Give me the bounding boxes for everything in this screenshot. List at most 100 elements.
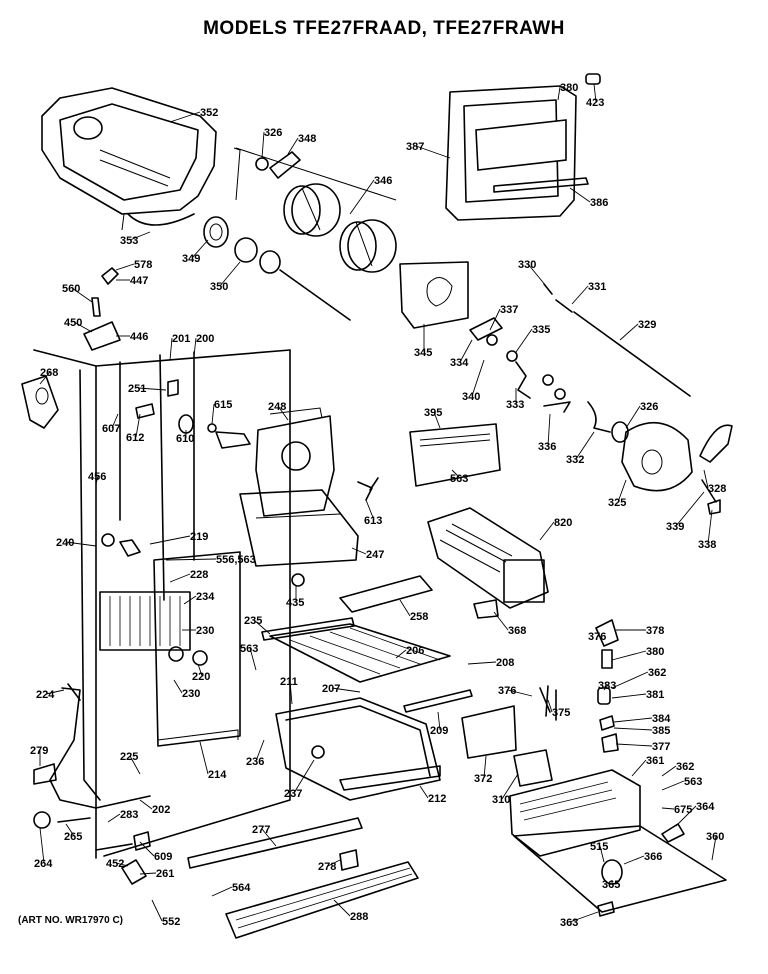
part-number-label: 261	[156, 868, 174, 880]
part-number-label: 381	[646, 689, 664, 701]
leader-line	[197, 663, 203, 677]
leader-line	[493, 611, 509, 631]
part-number-label: 211	[280, 676, 298, 688]
part-number-label: 201	[172, 333, 190, 345]
part-number-label: 225	[120, 751, 138, 763]
leader-line	[399, 599, 411, 617]
part-number-label: 615	[214, 399, 232, 411]
part-number-label: 340	[462, 391, 480, 403]
leader-line	[253, 619, 271, 635]
leader-line	[107, 813, 121, 823]
part-number-label: 378	[646, 625, 664, 637]
part-number-label: 820	[554, 517, 572, 529]
leader-line	[129, 231, 151, 241]
part-number-label: 346	[374, 175, 392, 187]
part-number-label: 338	[698, 539, 716, 551]
part-number-label: 212	[428, 793, 446, 805]
part-number-label: 350	[210, 281, 228, 293]
leader-line	[191, 239, 209, 259]
leader-line	[193, 337, 197, 357]
part-number-label: 395	[424, 407, 442, 419]
part-number-label: 283	[120, 809, 138, 821]
leader-line	[507, 689, 533, 697]
fan-shroud	[255, 407, 335, 517]
part-number-label: 365	[602, 879, 620, 891]
part-number-label: 564	[232, 882, 251, 894]
part-number-label: 446	[130, 331, 148, 343]
leader-line	[527, 263, 547, 287]
leader-line	[515, 328, 533, 353]
part-number-label: 336	[538, 441, 556, 453]
leader-line	[547, 699, 553, 713]
part-number-label: 613	[364, 515, 382, 527]
auger-drums	[283, 183, 397, 273]
diagram-title: MODELS TFE27FRAAD, TFE27FRAWH	[203, 18, 565, 39]
leader-line	[277, 405, 289, 421]
freezer-cabinet-frame	[33, 349, 291, 859]
leader-line	[615, 743, 653, 747]
leader-line	[625, 405, 641, 429]
part-number-label: 277	[252, 824, 270, 836]
part-number-label: 288	[350, 911, 368, 923]
part-number-label: 235	[244, 615, 262, 627]
leader-line	[575, 431, 595, 460]
part-number-label: 384	[652, 713, 671, 725]
leader-line	[151, 899, 163, 922]
part-number-label: 352	[200, 107, 218, 119]
leader-line	[501, 773, 519, 800]
leader-line	[707, 509, 713, 545]
part-number-label: 310	[492, 794, 510, 806]
part-number-label: 366	[644, 851, 662, 863]
leader-line	[173, 679, 183, 694]
leader-line	[611, 693, 647, 699]
freezer-basket	[275, 697, 441, 801]
leader-line	[611, 671, 649, 689]
part-number-label: 200	[196, 333, 214, 345]
leader-line	[73, 321, 93, 333]
leader-line	[165, 558, 217, 561]
leader-line	[365, 499, 375, 521]
leader-line	[169, 337, 173, 361]
part-number-label: 447	[130, 275, 148, 287]
leader-line	[619, 323, 639, 341]
part-number-label: 220	[192, 671, 210, 683]
leader-line	[149, 535, 191, 545]
part-number-label: 348	[298, 133, 316, 145]
leader-line	[419, 785, 429, 799]
dispenser-door	[445, 85, 589, 221]
ice-maker	[427, 507, 549, 619]
auger-motor	[611, 421, 733, 515]
part-number-label: 362	[648, 667, 666, 679]
part-number-label: 560	[62, 283, 80, 295]
leader-line	[661, 780, 685, 791]
part-number-label: 237	[284, 788, 302, 800]
leader-line	[433, 411, 441, 429]
leader-line	[351, 547, 367, 555]
part-number-label: 385	[652, 725, 670, 737]
part-number-label: 610	[176, 433, 194, 445]
leader-line	[631, 759, 647, 777]
part-number-label: 361	[646, 755, 664, 767]
leader-line	[613, 717, 653, 723]
leader-line	[675, 491, 705, 527]
part-number-label: 563	[450, 473, 468, 485]
part-number-label: 552	[162, 916, 180, 928]
leader-line	[249, 647, 257, 671]
leader-line	[139, 799, 153, 810]
leader-line	[471, 359, 485, 397]
part-number-label: 364	[696, 801, 715, 813]
leader-line	[39, 827, 45, 864]
part-number-label: 325	[608, 497, 626, 509]
part-number-label: 368	[508, 625, 526, 637]
part-number-label: 333	[506, 399, 524, 411]
part-number-label: 376	[588, 631, 606, 643]
leader-line	[289, 680, 293, 705]
leader-line	[467, 661, 497, 665]
leader-line	[261, 828, 277, 847]
leader-line	[613, 727, 653, 731]
part-number-label: 251	[128, 383, 146, 395]
leader-line	[569, 911, 599, 923]
part-number-label: 209	[430, 725, 448, 737]
leader-line	[169, 111, 201, 123]
leader-line	[39, 371, 51, 385]
